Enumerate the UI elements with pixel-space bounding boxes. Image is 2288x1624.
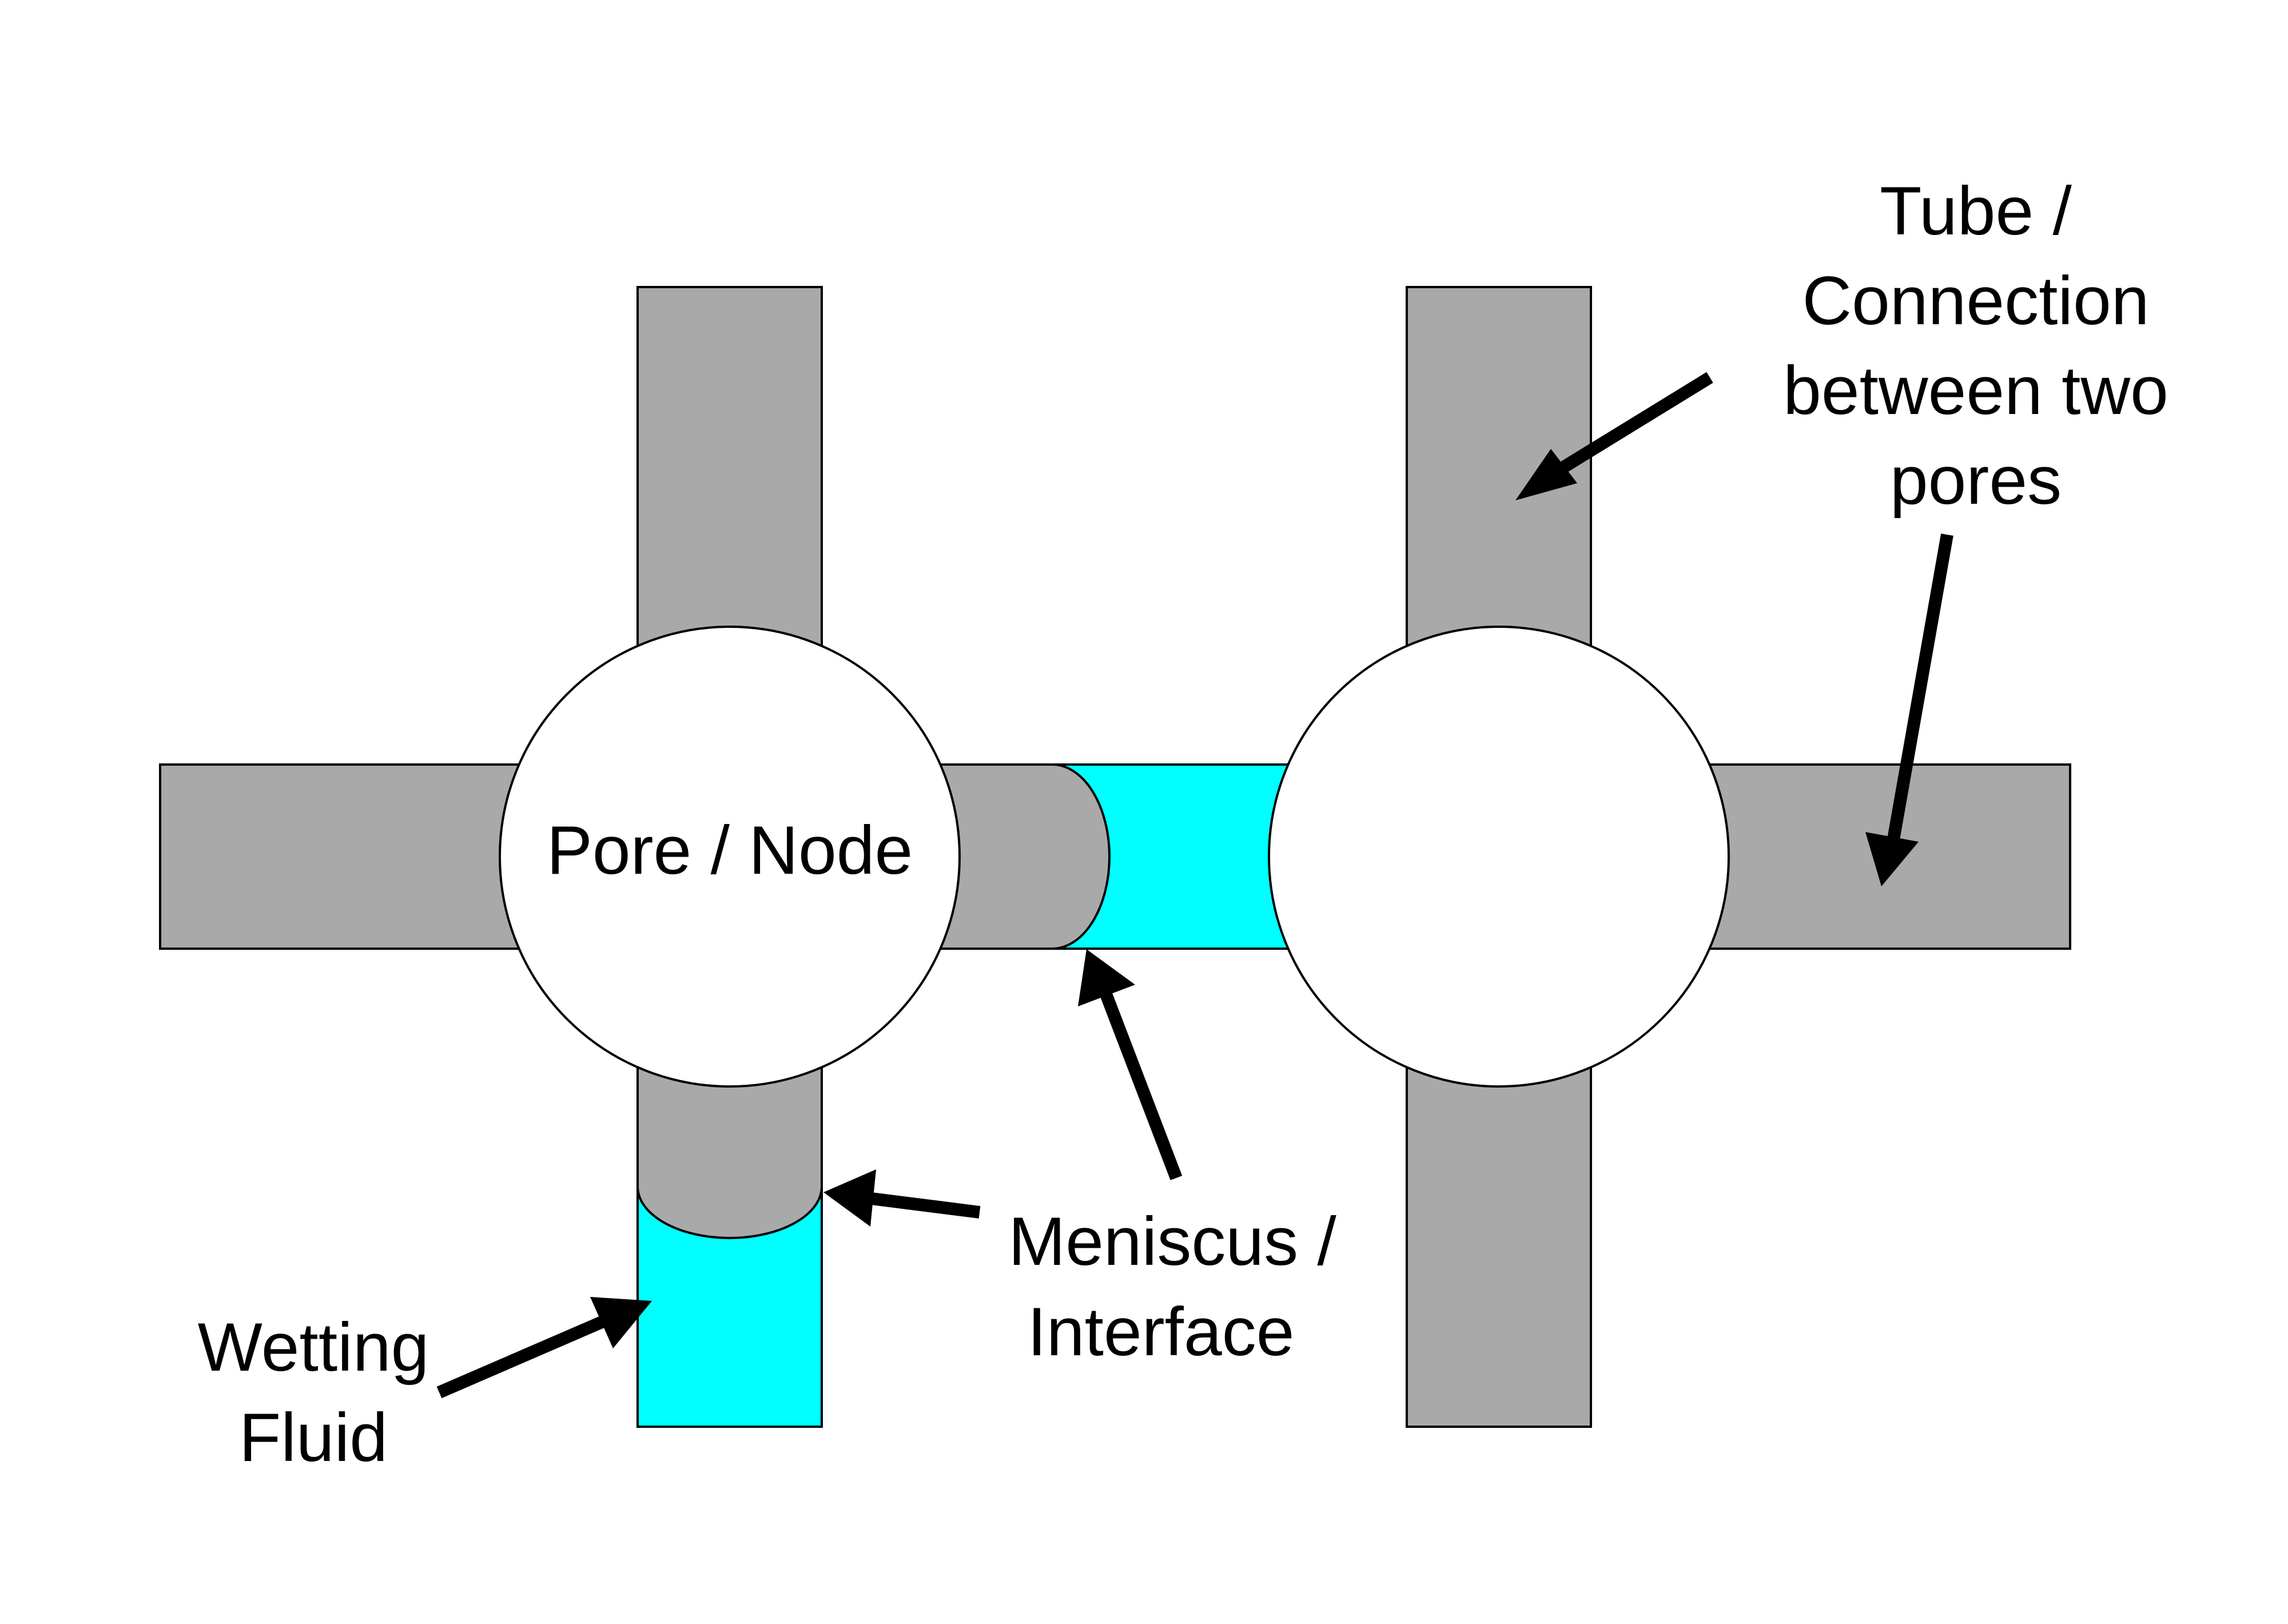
tube-label-line-4: pores (1890, 442, 2062, 519)
arrow-meniscus-horizontal-head (1078, 949, 1135, 1006)
tube-label-line-1: Tube / (1880, 173, 2072, 249)
tube-label-line-3: between two (1783, 352, 2168, 429)
wetting-label-line-2: Fluid (239, 1399, 388, 1476)
horizontal-meniscus (1052, 763, 1111, 950)
arrow-meniscus-bottom (857, 1191, 981, 1219)
arrow-wetting-fluid (436, 1309, 620, 1399)
bottom-meniscus (636, 1186, 823, 1239)
arrow-meniscus-horizontal (1095, 978, 1183, 1180)
arrow-tube-upper-head (1515, 449, 1577, 500)
wetting-fluid-label: Wetting Fluid (198, 1309, 429, 1476)
wetting-label-line-1: Wetting (198, 1309, 429, 1386)
right-bottom-tube (1406, 1028, 1592, 1428)
right-pore (1268, 626, 1730, 1088)
tube-label-line-2: Connection (1802, 262, 2149, 339)
tube-connection-label: Tube / Connection between two pores (1783, 173, 2168, 519)
arrow-meniscus-bottom-head (823, 1169, 876, 1227)
meniscus-label-line-1: Meniscus / (1008, 1203, 1336, 1280)
meniscus-interface-label: Meniscus / Interface (1008, 1203, 1336, 1370)
arrow-tube-lower (1885, 534, 1953, 850)
arrow-wetting-fluid-head (590, 1297, 652, 1348)
arrow-tube-lower-head (1865, 832, 1919, 886)
arrow-tube-upper (1541, 372, 1713, 485)
pore-node-label: Pore / Node (547, 812, 913, 889)
left-pore (499, 626, 961, 1088)
arrows (436, 372, 1953, 1399)
left-top-tube (636, 286, 823, 688)
meniscus-label-line-2: Interface (1028, 1293, 1295, 1370)
